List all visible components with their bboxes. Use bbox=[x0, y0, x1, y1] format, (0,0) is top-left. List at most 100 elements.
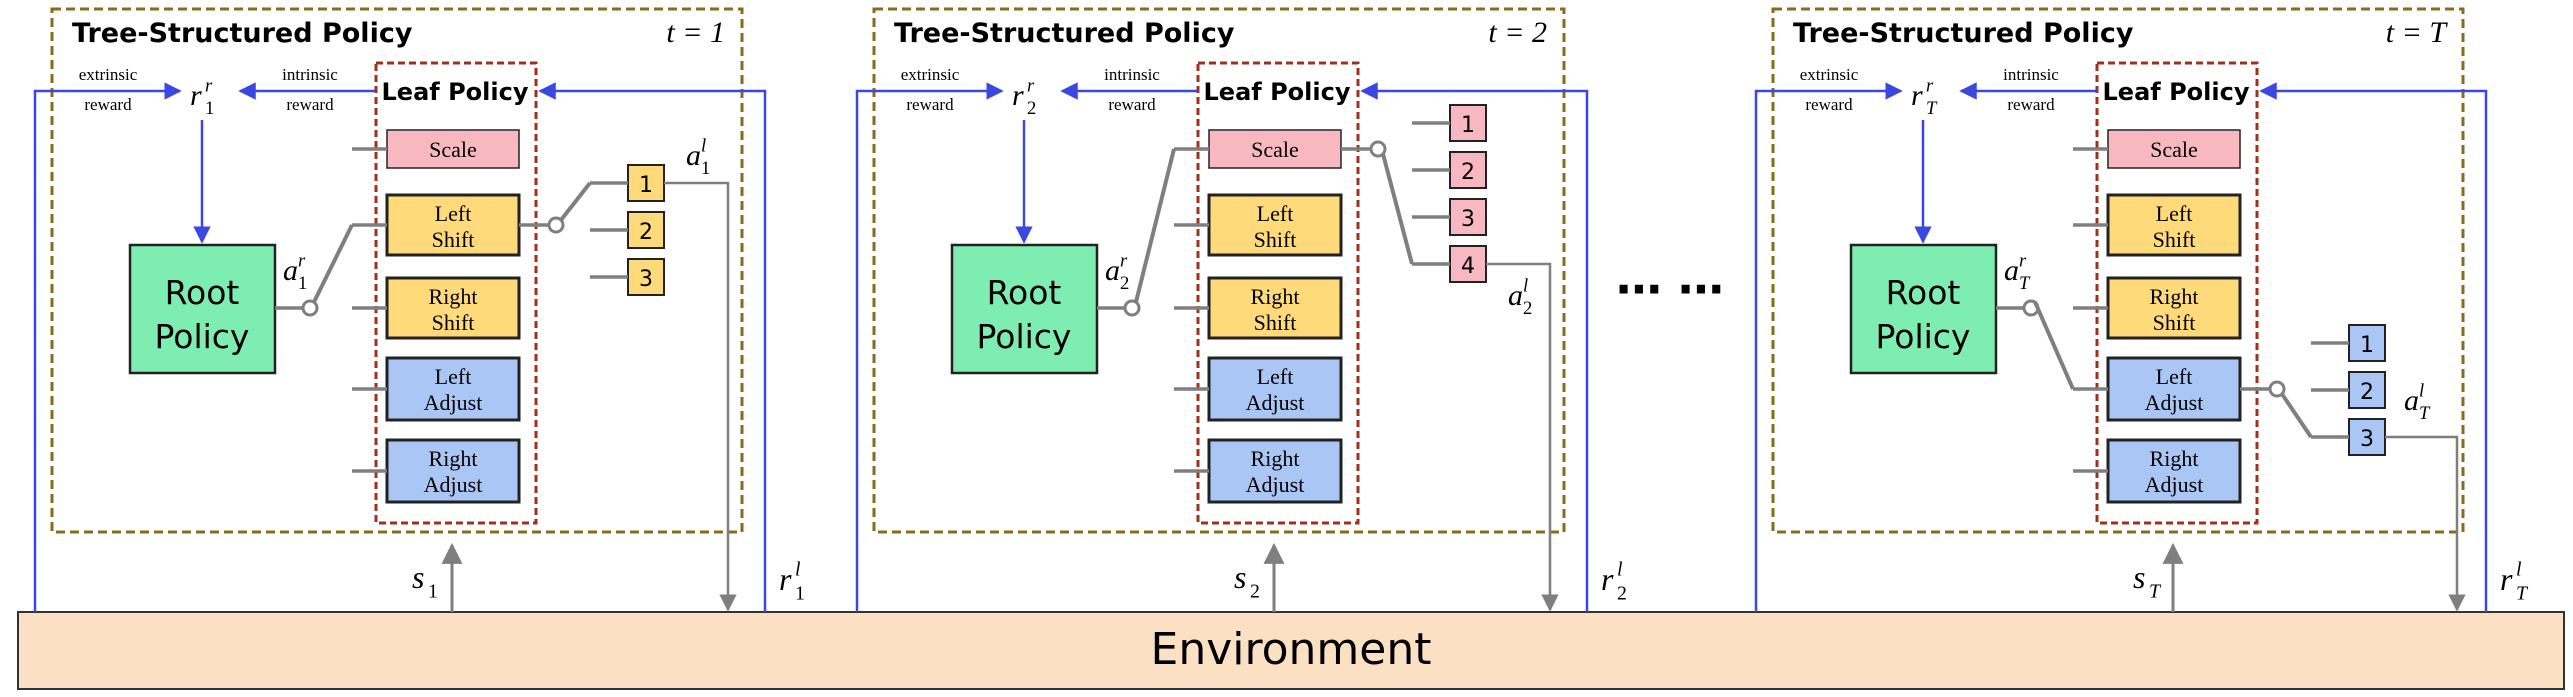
leaf-item-label-3-b: Adjust bbox=[424, 390, 483, 415]
root-action-label-sub: 1 bbox=[298, 273, 307, 294]
root-policy-label-1: Root bbox=[165, 273, 240, 312]
root-policy-label-1: Root bbox=[1886, 273, 1961, 312]
tree-policy-boundary bbox=[1771, 7, 2465, 534]
action-option-box-1 bbox=[1449, 151, 1487, 189]
leaf-policy-title: Leaf Policy bbox=[382, 78, 529, 106]
tree-policy-boundary bbox=[872, 7, 1566, 534]
root-reward-label-sup: r bbox=[205, 76, 213, 97]
intrinsic-reward-text-1: intrinsic bbox=[282, 65, 338, 84]
leaf-item-label-2-a: Right bbox=[1251, 284, 1300, 309]
panels-layer: Tree-Structured Policy t = 1 Leaf PolicyRo… bbox=[33, 7, 2529, 612]
leaf-action-label-base: a bbox=[686, 139, 701, 172]
leaf-action-label-sub: T bbox=[2419, 403, 2431, 424]
root-reward-label-sub: 2 bbox=[1027, 98, 1036, 119]
intrinsic-reward-text-2: reward bbox=[2007, 95, 2055, 114]
leaf-reward-label-sup: l bbox=[795, 559, 801, 581]
extrinsic-reward-text-2: reward bbox=[906, 95, 954, 114]
root-reward-label-sub: T bbox=[1926, 98, 1938, 119]
extrinsic-reward-text-1: extrinsic bbox=[79, 65, 138, 84]
leaf-item-label-4-b: Adjust bbox=[424, 472, 483, 497]
leaf-item-label-2-a: Right bbox=[2150, 284, 2199, 309]
tree-policy-boundary bbox=[50, 7, 744, 534]
action-option-box-3 bbox=[1449, 245, 1487, 283]
leaf-switch-pivot bbox=[2268, 380, 2286, 398]
root-policy-box bbox=[128, 243, 277, 375]
leaf-item-label-3-a: Left bbox=[435, 364, 472, 389]
root-policy-box bbox=[950, 243, 1099, 375]
leaf-item-box-3 bbox=[385, 356, 521, 422]
leaf-action-label-base: a bbox=[2404, 384, 2419, 417]
leaf-item-label-4-b: Adjust bbox=[2145, 472, 2204, 497]
root-reward-label-base: r bbox=[190, 79, 202, 112]
leaf-item-label-2-b: Shift bbox=[432, 310, 475, 335]
leaf-action-label-sub: 2 bbox=[1523, 298, 1532, 319]
root-switch-pivot bbox=[1123, 299, 1141, 317]
state-label-base: s bbox=[412, 559, 424, 595]
state-label-sub: T bbox=[2149, 581, 2162, 603]
leaf-item-label-0: Scale bbox=[2150, 137, 2198, 162]
leaf-item-label-1-b: Shift bbox=[432, 227, 475, 252]
intrinsic-reward-text-2: reward bbox=[1108, 95, 1156, 114]
root-policy-label-2: Policy bbox=[1876, 317, 1971, 356]
leaf-policy-boundary bbox=[1196, 61, 1360, 525]
leaf-item-box-0 bbox=[2107, 129, 2241, 169]
root-policy-label-2: Policy bbox=[977, 317, 1072, 356]
action-option-label-2: 3 bbox=[639, 267, 653, 292]
time-step-label: t = 1 bbox=[666, 16, 725, 49]
action-option-box-2 bbox=[627, 258, 665, 296]
state-label-sub: 1 bbox=[428, 581, 438, 603]
leaf-reward-label-base: r bbox=[779, 561, 792, 597]
leaf-reward-label-sub: 1 bbox=[795, 583, 805, 605]
leaf-item-label-1-a: Left bbox=[1257, 201, 1294, 226]
leaf-action-label-sup: l bbox=[1523, 276, 1528, 297]
leaf-policy-title: Leaf Policy bbox=[2103, 78, 2250, 106]
extrinsic-reward-arrow bbox=[33, 82, 182, 612]
action-option-label-0: 1 bbox=[2360, 333, 2374, 358]
leaf-action-line bbox=[664, 181, 737, 612]
leaf-item-label-2-b: Shift bbox=[2153, 310, 2196, 335]
leaf-item-label-4-b: Adjust bbox=[1246, 472, 1305, 497]
leaf-action-label-sup: l bbox=[2419, 381, 2424, 402]
leaf-item-box-1 bbox=[2106, 193, 2242, 257]
environment-bar: Environment bbox=[17, 611, 2565, 690]
extrinsic-reward-text-1: extrinsic bbox=[1800, 65, 1859, 84]
state-label-base: s bbox=[1234, 559, 1246, 595]
leaf-item-label-4-a: Right bbox=[429, 446, 478, 471]
leaf-reward-label-base: r bbox=[1601, 561, 1614, 597]
root-policy-label-2: Policy bbox=[155, 317, 250, 356]
action-option-label-2: 3 bbox=[2360, 427, 2374, 452]
leaf-reward-label-sup: l bbox=[2516, 559, 2522, 581]
root-switch-lever bbox=[1134, 148, 1176, 303]
root-reward-label-sup: r bbox=[1926, 76, 1934, 97]
leaf-item-label-4-a: Right bbox=[1251, 446, 1300, 471]
root-policy-label-1: Root bbox=[987, 273, 1062, 312]
action-option-label-0: 1 bbox=[1461, 113, 1475, 138]
leaf-policy-boundary bbox=[2095, 61, 2259, 525]
tree-policy-title: Tree-Structured Policy bbox=[1793, 18, 2134, 49]
leaf-item-box-4 bbox=[385, 438, 521, 504]
action-option-label-1: 2 bbox=[639, 220, 653, 245]
leaf-policy-title: Leaf Policy bbox=[1204, 78, 1351, 106]
leaf-reward-arrow bbox=[2259, 82, 2488, 612]
leaf-switch-lever bbox=[2280, 392, 2313, 439]
leaf-item-label-1-a: Left bbox=[435, 201, 472, 226]
root-action-label-sup: r bbox=[1120, 251, 1128, 272]
leaf-switch-pivot bbox=[547, 216, 565, 234]
state-label-sub: 2 bbox=[1250, 581, 1260, 603]
leaf-item-label-3-a: Left bbox=[1257, 364, 1294, 389]
leaf-reward-label-base: r bbox=[2500, 561, 2513, 597]
leaf-item-label-1-a: Left bbox=[2156, 201, 2193, 226]
leaf-switch-lever bbox=[1381, 153, 1414, 265]
root-switch-lever bbox=[2033, 301, 2075, 390]
